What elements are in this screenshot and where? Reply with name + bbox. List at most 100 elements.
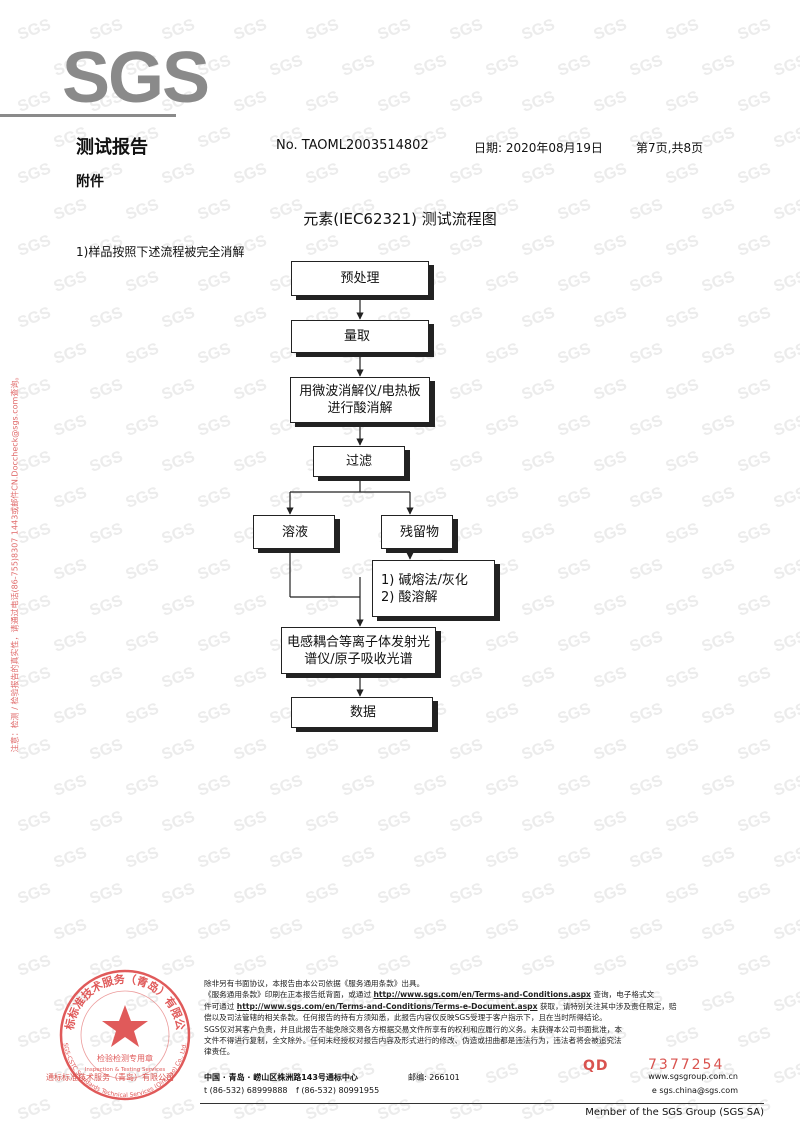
watermark-tile: SGS: [16, 160, 54, 188]
watermark-tile: SGS: [700, 916, 738, 944]
seal-center-line-2: Inspection & Testing Services: [85, 1067, 166, 1073]
watermark-tile: SGS: [304, 880, 342, 908]
watermark-tile: SGS: [232, 952, 270, 980]
flow-step-data: 数据: [291, 697, 433, 728]
watermark-tile: SGS: [124, 772, 162, 800]
watermark-tile: SGS: [700, 484, 738, 512]
watermark-tile: SGS: [520, 448, 558, 476]
watermark-tile: SGS: [664, 952, 702, 980]
watermark-tile: SGS: [124, 700, 162, 728]
watermark-tile: SGS: [484, 52, 522, 80]
watermark-tile: SGS: [376, 1096, 414, 1124]
logo-underline: [0, 114, 176, 117]
watermark-tile: SGS: [484, 916, 522, 944]
watermark-tile: SGS: [412, 52, 450, 80]
watermark-tile: SGS: [196, 628, 234, 656]
watermark-tile: SGS: [556, 916, 594, 944]
watermark-tile: SGS: [16, 808, 54, 836]
watermark-tile: SGS: [556, 700, 594, 728]
watermark-tile: SGS: [700, 268, 738, 296]
office-address: 中国 · 青岛 · 崂山区株洲路143号通标中心: [204, 1073, 358, 1082]
footer-divider: [200, 1103, 764, 1104]
watermark-tile: SGS: [88, 592, 126, 620]
inspection-seal: 通标标准技术服务（青岛）有限公司 SGS-CSTC Standards Tech…: [55, 965, 191, 1101]
watermark-tile: SGS: [736, 88, 774, 116]
flowchart-title: 元素(IEC62321) 测试流程图: [303, 210, 497, 228]
watermark-tile: SGS: [592, 376, 630, 404]
watermark-tile: SGS: [16, 520, 54, 548]
watermark-tile: SGS: [700, 52, 738, 80]
watermark-tile: SGS: [736, 808, 774, 836]
watermark-tile: SGS: [52, 268, 90, 296]
watermark-tile: SGS: [52, 412, 90, 440]
email-link[interactable]: e sgs.china@sgs.com: [651, 1086, 738, 1095]
watermark-tile: SGS: [592, 160, 630, 188]
watermark-tile: SGS: [520, 88, 558, 116]
watermark-tile: SGS: [772, 268, 800, 296]
watermark-tile: SGS: [556, 844, 594, 872]
watermark-tile: SGS: [412, 916, 450, 944]
watermark-tile: SGS: [16, 592, 54, 620]
report-number: No. TAOML2003514802: [276, 138, 429, 153]
watermark-tile: SGS: [484, 844, 522, 872]
flow-step-residue: 残留物: [381, 515, 453, 549]
watermark-tile: SGS: [268, 484, 306, 512]
watermark-tile: SGS: [556, 772, 594, 800]
watermark-tile: SGS: [592, 88, 630, 116]
watermark-tile: SGS: [268, 844, 306, 872]
watermark-tile: SGS: [484, 628, 522, 656]
watermark-tile: SGS: [772, 628, 800, 656]
watermark-tile: SGS: [628, 52, 666, 80]
watermark-tile: SGS: [520, 952, 558, 980]
watermark-tile: SGS: [16, 376, 54, 404]
watermark-tile: SGS: [736, 304, 774, 332]
watermark-tile: SGS: [772, 52, 800, 80]
watermark-tile: SGS: [340, 52, 378, 80]
watermark-tile: SGS: [520, 304, 558, 332]
sgs-logo: SGS: [62, 38, 210, 118]
watermark-tile: SGS: [664, 808, 702, 836]
watermark-tile: SGS: [124, 268, 162, 296]
e-document-link[interactable]: http://www.sgs.com/en/Terms-and-Conditio…: [236, 1001, 538, 1011]
watermark-tile: SGS: [448, 952, 486, 980]
watermark-tile: SGS: [592, 664, 630, 692]
watermark-tile: SGS: [520, 232, 558, 260]
watermark-tile: SGS: [304, 952, 342, 980]
watermark-tile: SGS: [340, 916, 378, 944]
watermark-tile: SGS: [160, 376, 198, 404]
watermark-tile: SGS: [448, 88, 486, 116]
watermark-tile: SGS: [556, 412, 594, 440]
watermark-tile: SGS: [664, 448, 702, 476]
watermark-tile: SGS: [196, 484, 234, 512]
watermark-tile: SGS: [196, 772, 234, 800]
watermark-tile: SGS: [232, 664, 270, 692]
disclaimer-line-2b: 查询，电子格式文: [593, 990, 655, 1000]
icp-line-2: 谱仪/原子吸收光谱: [304, 651, 413, 667]
watermark-tile: SGS: [484, 772, 522, 800]
watermark-tile: SGS: [412, 844, 450, 872]
watermark-tile: SGS: [592, 232, 630, 260]
watermark-tile: SGS: [592, 448, 630, 476]
watermark-tile: SGS: [772, 124, 800, 152]
watermark-tile: SGS: [16, 664, 54, 692]
watermark-tile: SGS: [700, 340, 738, 368]
watermark-tile: SGS: [664, 664, 702, 692]
watermark-tile: SGS: [376, 952, 414, 980]
watermark-tile: SGS: [196, 268, 234, 296]
website-link[interactable]: www.sgsgroup.com.cn: [648, 1072, 738, 1081]
watermark-tile: SGS: [16, 1096, 54, 1124]
watermark-tile: SGS: [16, 304, 54, 332]
flow-step-icp-analysis: 电感耦合等离子体发射光 谱仪/原子吸收光谱: [281, 627, 436, 674]
watermark-tile: SGS: [124, 412, 162, 440]
verification-side-note: 注意：检测 / 检验报告的真实性，请通过电话(86-755)8307 1443或…: [10, 372, 20, 753]
watermark-tile: SGS: [592, 808, 630, 836]
watermark-tile: SGS: [304, 232, 342, 260]
watermark-tile: SGS: [736, 520, 774, 548]
watermark-tile: SGS: [196, 844, 234, 872]
watermark-tile: SGS: [232, 880, 270, 908]
terms-link[interactable]: http://www.sgs.com/en/Terms-and-Conditio…: [373, 990, 591, 1000]
watermark-tile: SGS: [592, 16, 630, 44]
flow-step-filter: 过滤: [313, 446, 405, 477]
watermark-tile: SGS: [88, 736, 126, 764]
watermark-tile: SGS: [484, 340, 522, 368]
